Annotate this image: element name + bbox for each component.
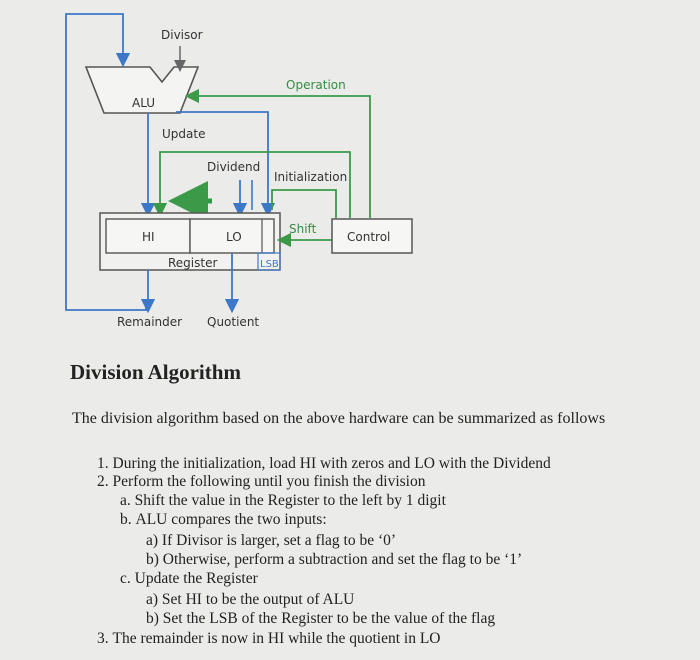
remainder-label: Remainder <box>117 315 182 329</box>
document-title: Division Algorithm <box>70 360 241 384</box>
operation-label: Operation <box>286 78 346 92</box>
list-item: 2. Perform the following until you finis… <box>97 473 426 490</box>
initialization-wire-hi <box>152 151 351 218</box>
initialization-wire-lo <box>271 189 337 218</box>
operation-wire <box>184 88 371 218</box>
list-item: c. Update the Register <box>120 570 258 587</box>
update-label: Update <box>162 127 205 141</box>
register-label: Register <box>168 256 217 270</box>
control-label: Control <box>347 230 390 244</box>
list-item: 1. During the initialization, load HI wi… <box>97 455 551 472</box>
list-item: b) Set the LSB of the Register to be the… <box>146 610 496 627</box>
divisor-label: Divisor <box>161 28 203 42</box>
lsb-box <box>257 252 281 271</box>
initialization-label: Initialization <box>274 170 347 184</box>
datapath-diagram: ALU Divisor Update Operation Initializat… <box>65 13 413 329</box>
list-item: b) Otherwise, perform a subtraction and … <box>146 551 523 568</box>
hi-label: HI <box>142 230 155 244</box>
shift-label: Shift <box>289 222 317 236</box>
list-item: a) If Divisor is larger, set a flag to b… <box>146 532 397 549</box>
alu-label: ALU <box>132 96 155 110</box>
quotient-label: Quotient <box>207 315 259 329</box>
list-item: a) Set HI to be the output of ALU <box>146 591 355 608</box>
dividend-label: Dividend <box>207 160 260 174</box>
lo-cell <box>189 218 275 254</box>
hi-cell <box>105 218 191 254</box>
control-box <box>331 218 413 254</box>
lo-label: LO <box>226 230 242 244</box>
alu-shape <box>84 66 200 114</box>
list-item: b. ALU compares the two inputs: <box>120 511 327 528</box>
list-item: 3. The remainder is now in HI while the … <box>97 630 441 647</box>
document-intro: The division algorithm based on the abov… <box>72 410 606 427</box>
list-item: a. Shift the value in the Register to th… <box>120 492 446 509</box>
lsb-label: LSB <box>260 259 279 270</box>
alu-to-register-wire <box>176 111 276 218</box>
